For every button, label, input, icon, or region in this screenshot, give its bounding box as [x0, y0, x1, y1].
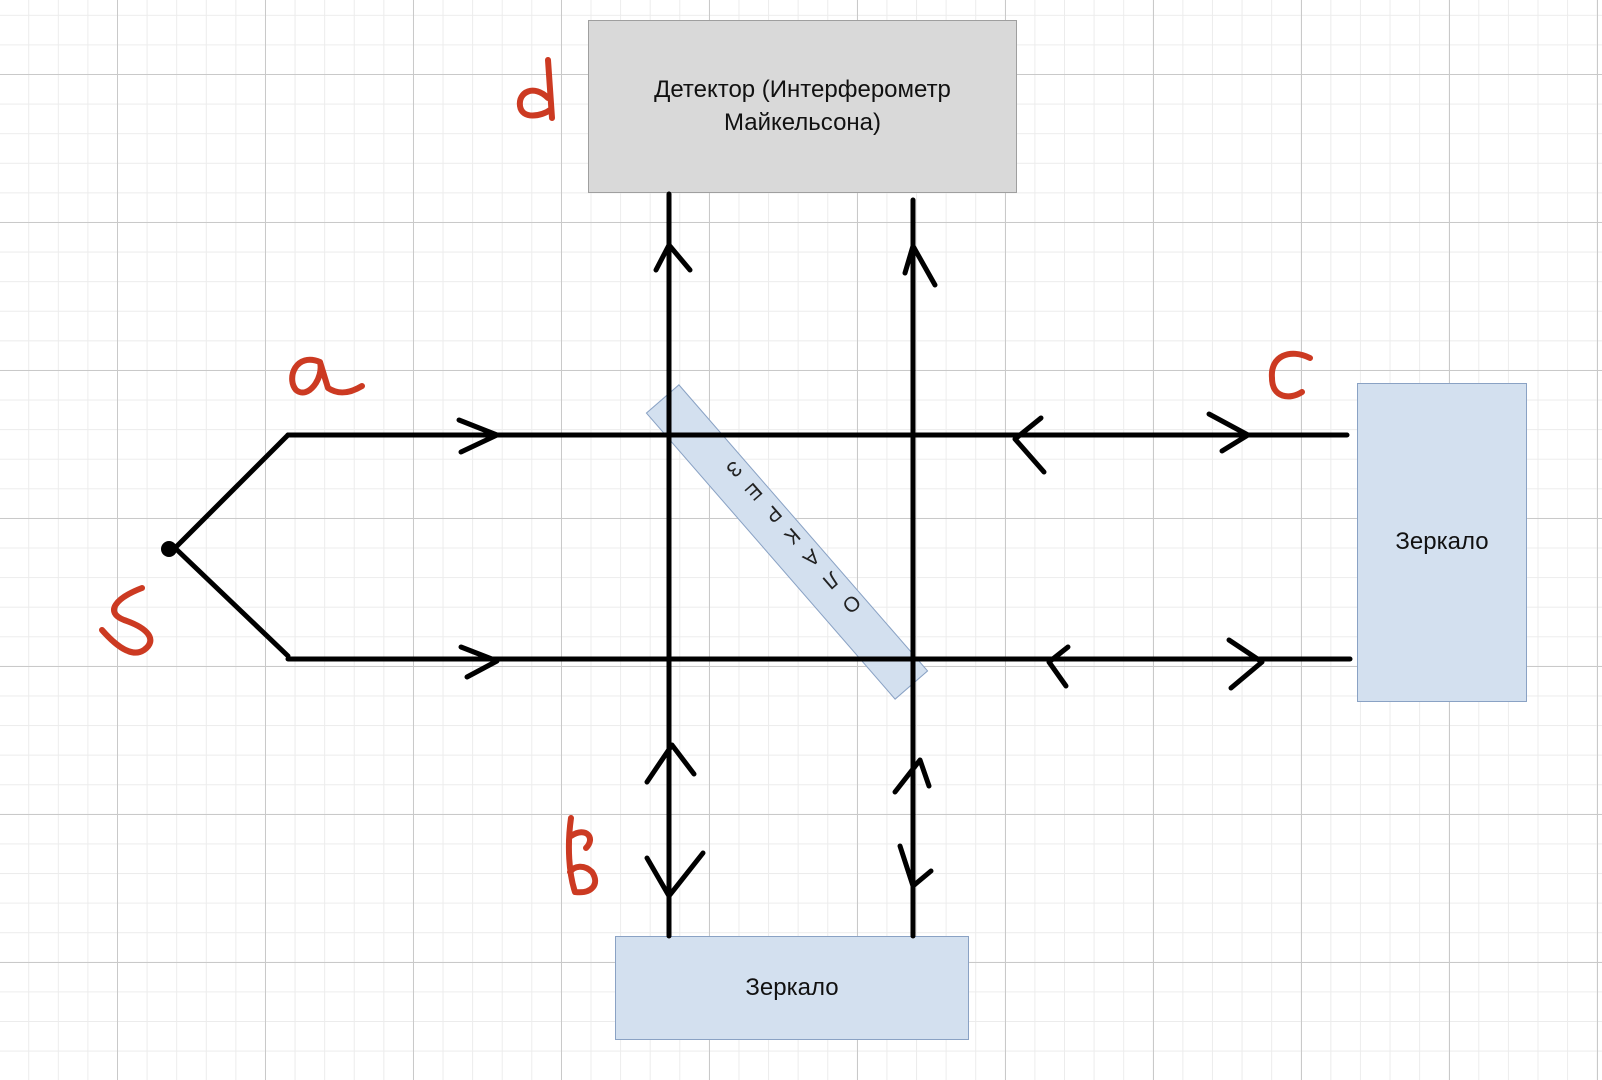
arrow-up-icon: [902, 243, 938, 288]
detector-label-line1: Детектор (Интерферометр: [654, 76, 951, 104]
annotation-a-mark: [289, 356, 365, 396]
annotation-b-mark: [565, 815, 599, 896]
arrow-left-icon: [1046, 644, 1071, 689]
mirror-bottom: Зеркало: [615, 936, 969, 1040]
detector-label: Детектор (Интерферометр Майкельсона): [654, 74, 951, 139]
annotation-a: a: [286, 345, 366, 405]
arrow-up-icon: [653, 242, 693, 273]
detector-label-line2: Майкельсона): [723, 108, 882, 136]
annotation-c: c: [1265, 340, 1325, 410]
annotation-b: в: [560, 815, 620, 900]
annotation-d: d: [512, 55, 572, 125]
source-fork-upper: [172, 432, 291, 551]
mirror-bottom-label: Зеркало: [745, 973, 839, 1001]
arrow-left-icon: [1012, 415, 1047, 475]
source-dot: [161, 541, 177, 557]
detector-box: Детектор (Интерферометр Майкельсона): [588, 20, 1017, 193]
arrow-right-icon: [458, 644, 500, 680]
mirror-right: Зеркало: [1357, 383, 1527, 702]
arrow-down-icon: [644, 850, 706, 899]
arrow-down-icon: [897, 843, 934, 889]
annotation-s: S: [96, 580, 156, 660]
arrow-up-icon: [644, 742, 697, 785]
source-fork-lower: [172, 545, 291, 659]
mirror-right-label: Зеркало: [1395, 528, 1489, 556]
arrow-right-icon: [1226, 637, 1265, 691]
arrow-up-icon: [892, 757, 932, 795]
arrow-right-icon: [456, 417, 500, 455]
annotation-c-mark: [1268, 350, 1313, 400]
annotation-s-mark: [99, 585, 154, 656]
arrow-right-icon: [1206, 411, 1251, 454]
annotation-d-mark: [516, 57, 555, 121]
